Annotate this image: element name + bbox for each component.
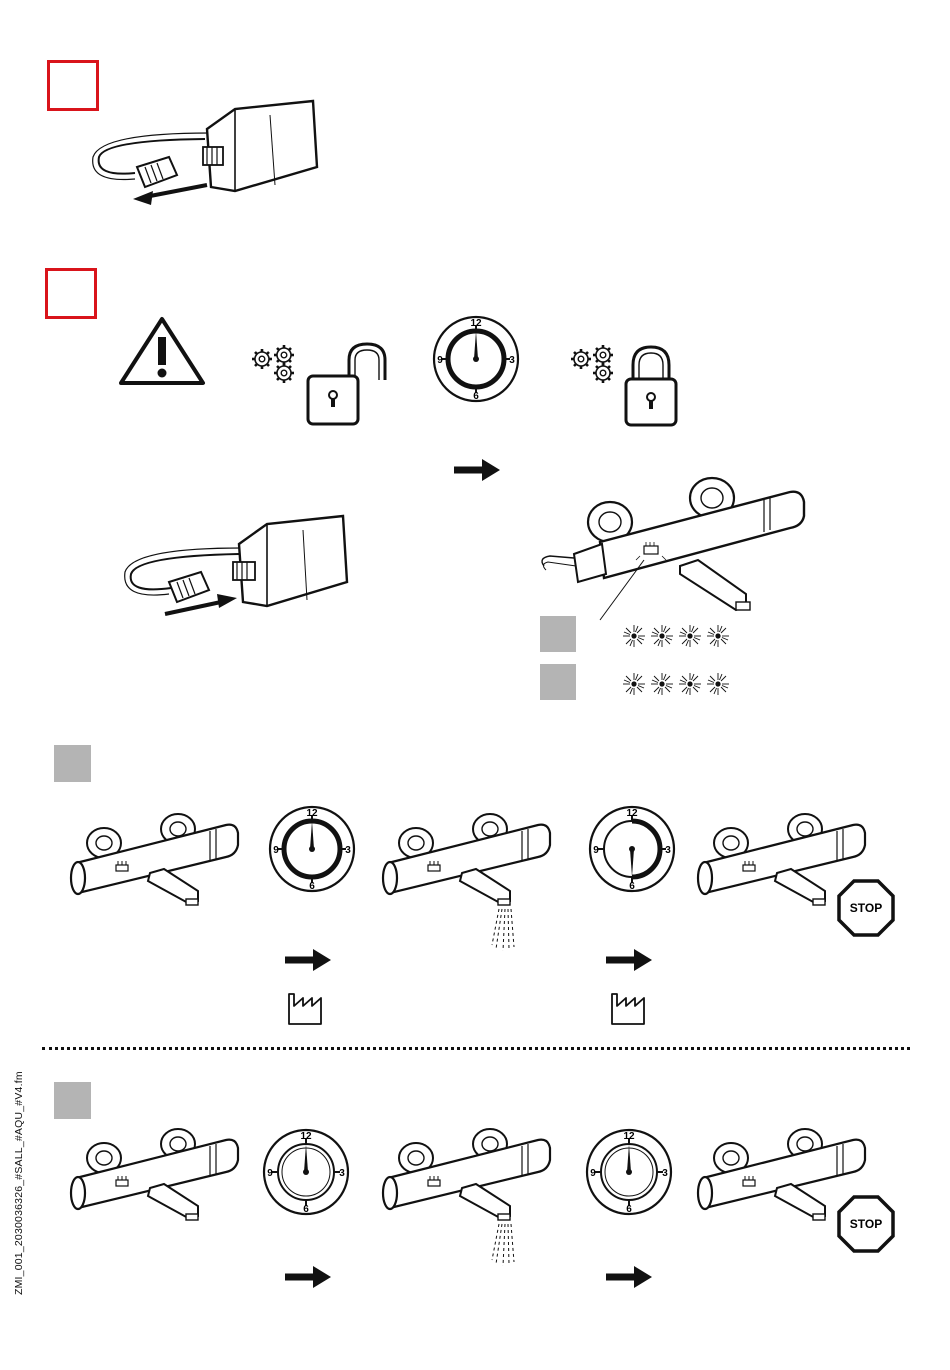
temperature-dial-12: 12 3 6 9: [268, 805, 356, 893]
dial-label-3: 3: [509, 355, 515, 366]
dial-label-6: 6: [629, 881, 635, 892]
dial-label-12: 12: [626, 808, 638, 819]
step-marker-red-1: [47, 60, 99, 111]
cartridge-connect-illustration: [125, 512, 365, 632]
step-marker-grey-3: [54, 745, 91, 782]
dial-label-12: 12: [470, 318, 482, 329]
padlock-closed-icon: [623, 343, 683, 429]
dial-label-12: 12: [300, 1131, 312, 1142]
thermostat-with-cartridge-illustration: [540, 470, 820, 630]
stop-label: STOP: [850, 901, 882, 915]
factory-icon: [610, 988, 650, 1028]
dial-label-9: 9: [437, 355, 443, 366]
dial-label-3: 3: [345, 845, 351, 856]
dial-label-6: 6: [473, 391, 479, 402]
step-marker-grey-led-1: [540, 616, 576, 652]
thermostat-illustration: [66, 1130, 241, 1240]
water-spray-icon: [492, 909, 514, 951]
stop-sign-icon: STOP: [837, 1195, 895, 1253]
temperature-dial-12: 12 3 6 9: [585, 1128, 673, 1216]
dial-label-9: 9: [590, 1168, 596, 1179]
dial-label-6: 6: [626, 1204, 632, 1215]
arrow-right-icon: [606, 1265, 656, 1289]
dial-label-3: 3: [665, 845, 671, 856]
padlock-open-icon: [305, 340, 395, 428]
dial-label-9: 9: [267, 1168, 273, 1179]
dial-label-12: 12: [306, 808, 318, 819]
led-blink-icon: [623, 625, 645, 647]
arrow-right-icon: [285, 1265, 335, 1289]
dial-label-6: 6: [303, 1204, 309, 1215]
cartridge-disconnect-illustration: [95, 95, 335, 215]
dial-label-9: 9: [593, 845, 599, 856]
temperature-dial-12: 12 3 6 9: [432, 315, 520, 403]
dial-label-9: 9: [273, 845, 279, 856]
step-marker-grey-4: [54, 1082, 91, 1119]
thermostat-flowing-illustration: [378, 815, 553, 965]
stop-sign-icon: STOP: [837, 879, 895, 937]
led-blink-row-2: [620, 670, 740, 698]
stop-label: STOP: [850, 1217, 882, 1231]
dial-label-12: 12: [623, 1131, 635, 1142]
dial-label-3: 3: [662, 1168, 668, 1179]
dial-label-3: 3: [339, 1168, 345, 1179]
gears-icon: [248, 345, 298, 385]
thermostat-illustration: [66, 815, 241, 925]
thermostat-flowing-illustration: [378, 1130, 553, 1280]
temperature-dial-12: 12 3 6 9: [262, 1128, 350, 1216]
step-marker-red-2: [45, 268, 97, 319]
led-blink-row-1: [620, 622, 740, 650]
warning-triangle-icon: [117, 315, 207, 387]
gears-icon: [567, 345, 617, 385]
arrow-right-icon: [454, 458, 504, 482]
dial-label-6: 6: [309, 881, 315, 892]
section-divider: [42, 1047, 910, 1050]
step-marker-grey-led-2: [540, 664, 576, 700]
file-id-label: ZMI_001_2030036326_#SALL_#AQU_#V4.fm: [13, 1071, 25, 1295]
temperature-dial-6: 12 3 6 9: [588, 805, 676, 893]
arrow-right-icon: [606, 948, 656, 972]
arrow-right-icon: [285, 948, 335, 972]
factory-icon: [287, 988, 327, 1028]
